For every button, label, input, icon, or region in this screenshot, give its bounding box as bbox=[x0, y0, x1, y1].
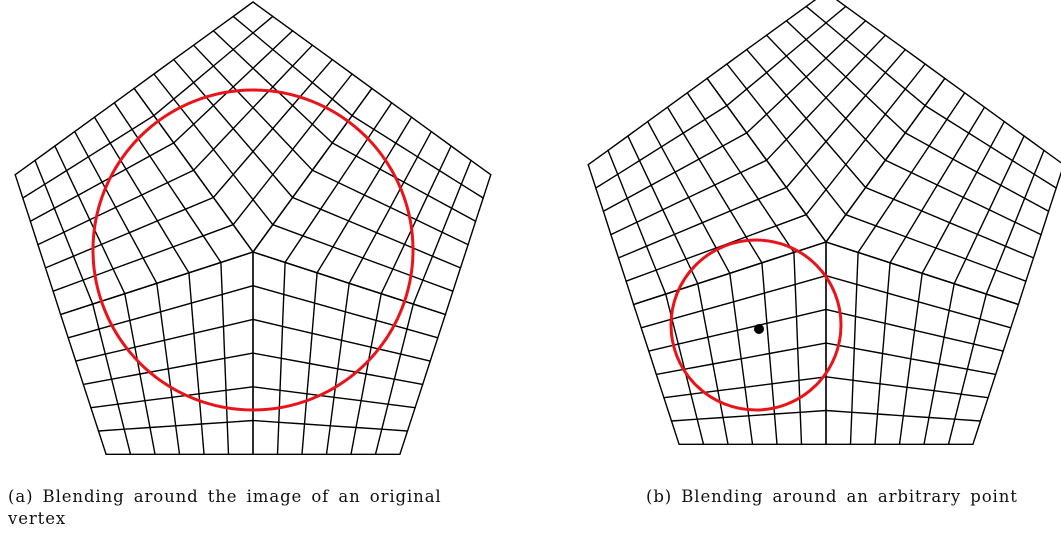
mesh-line bbox=[947, 293, 987, 445]
pentagon-mesh-a bbox=[14, 1, 492, 455]
mesh-line bbox=[944, 77, 1061, 164]
mesh-lines bbox=[14, 1, 492, 455]
mesh-line bbox=[587, 77, 708, 166]
mesh-line bbox=[587, 164, 635, 306]
mesh-line bbox=[153, 15, 274, 117]
mesh-line bbox=[412, 159, 472, 305]
mesh-line bbox=[34, 159, 94, 305]
mesh-line bbox=[953, 135, 1025, 285]
mesh-line bbox=[706, 0, 817, 80]
mesh-line bbox=[22, 114, 155, 199]
mesh-line bbox=[444, 174, 492, 316]
mesh-line bbox=[311, 169, 469, 246]
mesh-line bbox=[90, 386, 254, 409]
caption-a: (a) Blending around the image of an orig… bbox=[8, 487, 442, 528]
mesh-line bbox=[29, 142, 175, 222]
mesh-line bbox=[374, 303, 414, 455]
mesh-line bbox=[331, 142, 477, 222]
mesh-line bbox=[133, 1, 254, 90]
blending-circle bbox=[91, 88, 415, 412]
mesh-line bbox=[726, 5, 847, 107]
mesh-line bbox=[14, 87, 135, 176]
blending-circle bbox=[669, 238, 843, 412]
mesh-line bbox=[835, 0, 946, 80]
mesh-line bbox=[59, 313, 107, 455]
mesh-line bbox=[602, 132, 748, 212]
mesh-lines bbox=[587, 0, 1061, 445]
figure-b: (b) Blending around an arbitrary point bbox=[560, 0, 1061, 542]
mesh-line bbox=[74, 130, 158, 284]
arbitrary-point-marker bbox=[754, 324, 764, 334]
mesh-line bbox=[663, 376, 827, 399]
mesh-line bbox=[97, 419, 254, 432]
mesh-line bbox=[670, 409, 827, 422]
mesh-line bbox=[632, 303, 680, 445]
mesh-line bbox=[399, 313, 447, 455]
mesh-line bbox=[351, 114, 484, 199]
pentagon-mesh-b bbox=[587, 0, 1061, 445]
mesh-line bbox=[884, 159, 1042, 236]
mesh-line bbox=[924, 104, 1057, 189]
mesh-line bbox=[252, 386, 416, 409]
mesh-line bbox=[972, 303, 1020, 445]
mesh-line bbox=[595, 104, 728, 189]
mesh-line bbox=[627, 135, 699, 285]
mesh-line bbox=[825, 376, 989, 399]
figure-a: (a) Blending around the image of an orig… bbox=[0, 0, 520, 542]
mesh-line bbox=[607, 149, 667, 295]
mesh-line bbox=[1017, 171, 1061, 306]
mesh-line bbox=[371, 87, 492, 176]
mesh-line bbox=[14, 174, 62, 316]
mesh-line bbox=[904, 132, 1050, 212]
caption-b: (b) Blending around an arbitrary point bbox=[646, 487, 1018, 506]
mesh-line bbox=[985, 149, 1045, 295]
mesh-line bbox=[252, 1, 373, 90]
